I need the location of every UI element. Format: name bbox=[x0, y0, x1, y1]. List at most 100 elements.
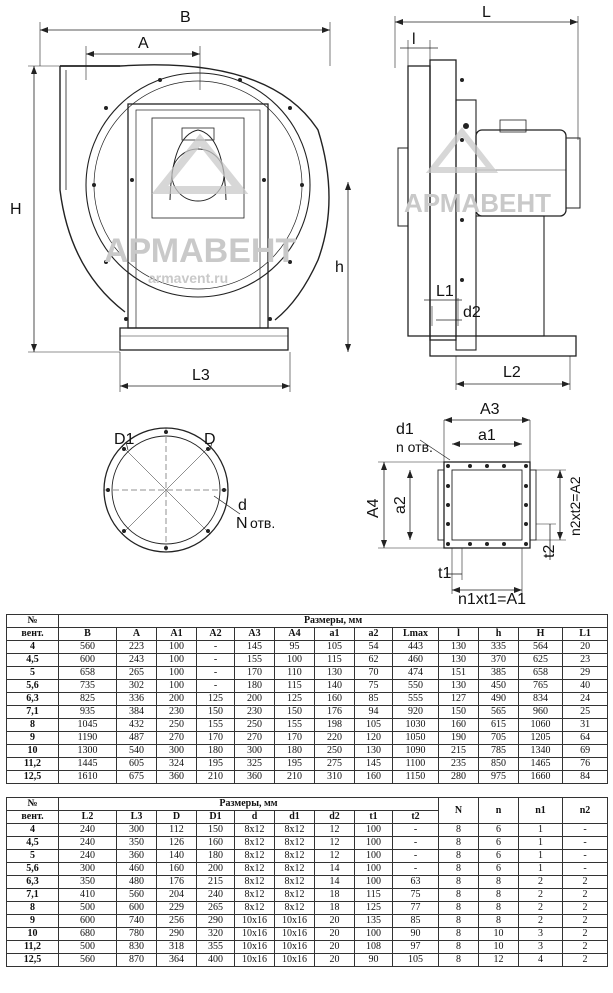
table-cell: 658 bbox=[518, 666, 563, 680]
table-cell: 180 bbox=[234, 679, 275, 693]
table-cell: 120 bbox=[354, 731, 393, 745]
label-h: h bbox=[335, 259, 344, 276]
table-cell: 195 bbox=[196, 757, 235, 771]
table-cell: 1100 bbox=[392, 757, 439, 771]
table-cell: 2 bbox=[518, 914, 564, 928]
fan-number-cell: 8 bbox=[6, 718, 59, 732]
table-cell: 160 bbox=[156, 862, 197, 876]
table-cell: 1 bbox=[518, 836, 564, 850]
table-cell: 4 bbox=[518, 953, 564, 967]
table-cell: 155 bbox=[196, 718, 235, 732]
table-cell: 360 bbox=[156, 770, 197, 784]
table-cell: 130 bbox=[438, 679, 479, 693]
fan-number-cell: 9 bbox=[6, 914, 59, 928]
table-cell: 12 bbox=[314, 836, 355, 850]
table-cell: 85 bbox=[391, 914, 440, 928]
table-cell: 85 bbox=[354, 692, 393, 706]
table-cell: 115 bbox=[354, 888, 393, 902]
column-header: n2 bbox=[562, 797, 609, 824]
label-a1: a1 bbox=[478, 427, 496, 444]
label-L2: L2 bbox=[503, 364, 521, 381]
table-cell: 8x12 bbox=[274, 901, 315, 915]
table-cell: 318 bbox=[156, 940, 197, 954]
column-header: h bbox=[478, 627, 519, 641]
table-cell: 555 bbox=[392, 692, 439, 706]
table-cell: 825 bbox=[58, 692, 117, 706]
column-header: Lmax bbox=[392, 627, 439, 641]
table-cell: 100 bbox=[354, 849, 393, 863]
table-cell: 204 bbox=[156, 888, 197, 902]
table-cell: 1045 bbox=[58, 718, 117, 732]
table-cell: 8x12 bbox=[274, 888, 315, 902]
table-cell: 2 bbox=[562, 953, 609, 967]
table-cell: 125 bbox=[354, 901, 393, 915]
table-cell: 100 bbox=[156, 653, 197, 667]
table-cell: 550 bbox=[392, 679, 439, 693]
table-cell: 54 bbox=[354, 640, 393, 654]
table-cell: 14 bbox=[314, 862, 355, 876]
table-cell: 1090 bbox=[392, 744, 439, 758]
table-cell: 8 bbox=[438, 940, 480, 954]
table-cell: 250 bbox=[156, 718, 197, 732]
table-cell: 350 bbox=[116, 836, 157, 850]
table-cell: 18 bbox=[314, 888, 355, 902]
table-cell: - bbox=[562, 823, 609, 837]
table-cell: 320 bbox=[196, 927, 235, 941]
table-cell: - bbox=[196, 679, 235, 693]
table-cell: 210 bbox=[196, 770, 235, 784]
table-cell: 8x12 bbox=[274, 836, 315, 850]
table-cell: 1 bbox=[518, 862, 564, 876]
table-cell: 8 bbox=[438, 823, 480, 837]
table-cell: 10x16 bbox=[234, 927, 275, 941]
table-cell: 125 bbox=[274, 692, 315, 706]
table-cell: 300 bbox=[58, 862, 117, 876]
label-A4: A4 bbox=[365, 498, 382, 518]
label-a2: a2 bbox=[392, 496, 409, 514]
table-cell: 675 bbox=[116, 770, 157, 784]
table-cell: 834 bbox=[518, 692, 563, 706]
table-cell: 265 bbox=[116, 666, 157, 680]
col-no: № bbox=[6, 797, 59, 811]
table-cell: 8 bbox=[438, 862, 480, 876]
table-cell: 63 bbox=[391, 875, 440, 889]
table-cell: 1 bbox=[518, 823, 564, 837]
column-header: A bbox=[116, 627, 157, 641]
table-cell: 2 bbox=[518, 875, 564, 889]
table-cell: 130 bbox=[314, 666, 355, 680]
table-cell: 100 bbox=[354, 836, 393, 850]
group-header: Размеры, мм bbox=[57, 797, 440, 811]
table-cell: 176 bbox=[156, 875, 197, 889]
table-cell: 240 bbox=[58, 823, 117, 837]
table-cell: 6 bbox=[478, 836, 520, 850]
table-cell: 150 bbox=[196, 823, 235, 837]
table-cell: 265 bbox=[196, 901, 235, 915]
table-cell: 1060 bbox=[518, 718, 563, 732]
table-cell: 190 bbox=[438, 731, 479, 745]
label-D: D bbox=[204, 431, 216, 448]
table-cell: 180 bbox=[196, 849, 235, 863]
watermark-brand-front: АРМАВЕНТ bbox=[104, 232, 296, 270]
col-no-sub: вент. bbox=[6, 627, 59, 641]
table-cell: 2 bbox=[562, 940, 609, 954]
table-cell: 560 bbox=[58, 640, 117, 654]
table-cell: 150 bbox=[196, 705, 235, 719]
fan-number-cell: 9 bbox=[6, 731, 59, 745]
table-cell: 10x16 bbox=[234, 914, 275, 928]
table-cell: 6 bbox=[478, 849, 520, 863]
table-cell: 170 bbox=[274, 731, 315, 745]
label-t1: t1 bbox=[438, 565, 451, 582]
table-cell: 2 bbox=[518, 888, 564, 902]
table-cell: 2 bbox=[562, 875, 609, 889]
table-cell: 69 bbox=[561, 744, 609, 758]
fan-number-cell: 10 bbox=[6, 744, 59, 758]
fan-number-cell: 4 bbox=[6, 640, 59, 654]
table-cell: 1340 bbox=[518, 744, 563, 758]
table-cell: 8 bbox=[438, 849, 480, 863]
table-cell: 18 bbox=[314, 901, 355, 915]
watermark-site: armavent.ru bbox=[148, 270, 228, 286]
